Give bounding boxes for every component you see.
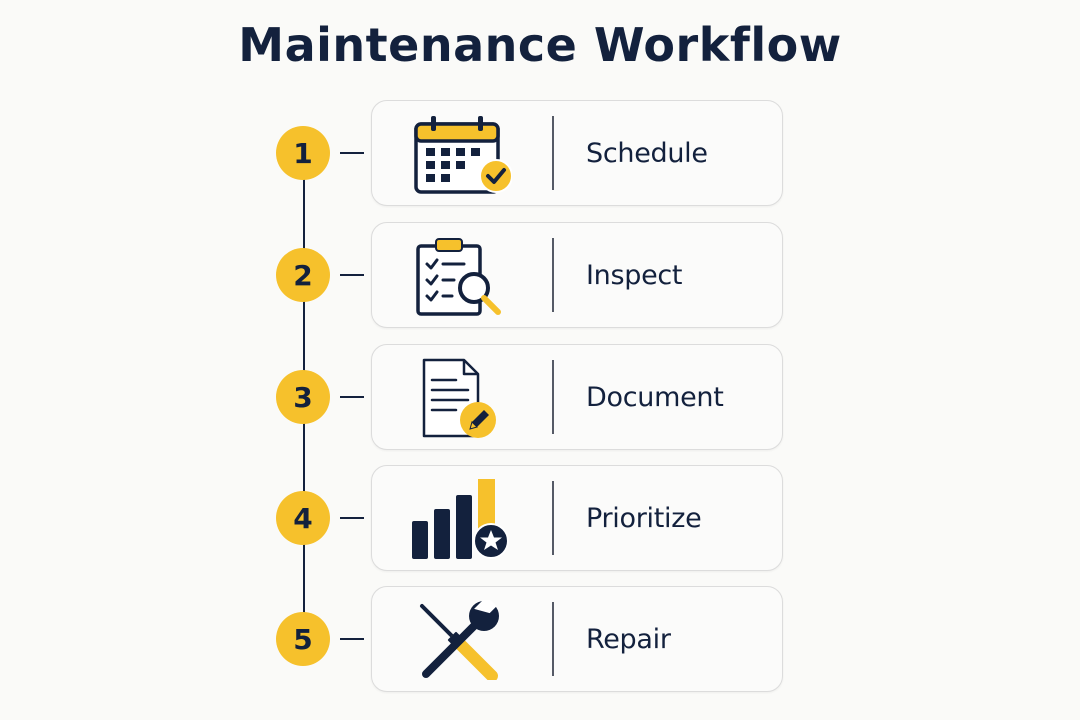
card-divider: [552, 238, 554, 312]
card-divider: [552, 360, 554, 434]
step-number-badge: 1: [276, 126, 330, 180]
step-label: Inspect: [586, 259, 683, 291]
step-connector-tick: [340, 152, 364, 154]
clipboard-search-icon: [412, 236, 512, 316]
document-edit-icon: [412, 358, 512, 438]
step-card: Document: [371, 344, 783, 450]
step-card: Prioritize: [371, 465, 783, 571]
bar-chart-star-icon: [412, 479, 512, 559]
step-card: Repair: [371, 586, 783, 692]
step-card: Inspect: [371, 222, 783, 328]
page-title: Maintenance Workflow: [238, 18, 842, 72]
step-label: Repair: [586, 623, 671, 655]
step-connector-tick: [340, 396, 364, 398]
step-label: Schedule: [586, 137, 708, 169]
step-connector-tick: [340, 517, 364, 519]
step-label: Document: [586, 381, 724, 413]
card-divider: [552, 481, 554, 555]
workflow-step-prioritize: 4 Prioritize: [0, 465, 1080, 571]
workflow-step-inspect: 2 Inspect: [0, 222, 1080, 328]
calendar-check-icon: [412, 114, 512, 194]
step-label: Prioritize: [586, 502, 702, 534]
workflow-step-document: 3 Document: [0, 344, 1080, 450]
step-number-badge: 3: [276, 370, 330, 424]
step-number-badge: 5: [276, 612, 330, 666]
card-divider: [552, 602, 554, 676]
workflow-step-schedule: 1 Schedule: [0, 100, 1080, 206]
step-number-badge: 4: [276, 491, 330, 545]
step-connector-tick: [340, 274, 364, 276]
step-card: Schedule: [371, 100, 783, 206]
tools-icon: [412, 600, 512, 680]
card-divider: [552, 116, 554, 190]
workflow-step-repair: 5 Repair: [0, 586, 1080, 692]
step-connector-tick: [340, 638, 364, 640]
step-number-badge: 2: [276, 248, 330, 302]
